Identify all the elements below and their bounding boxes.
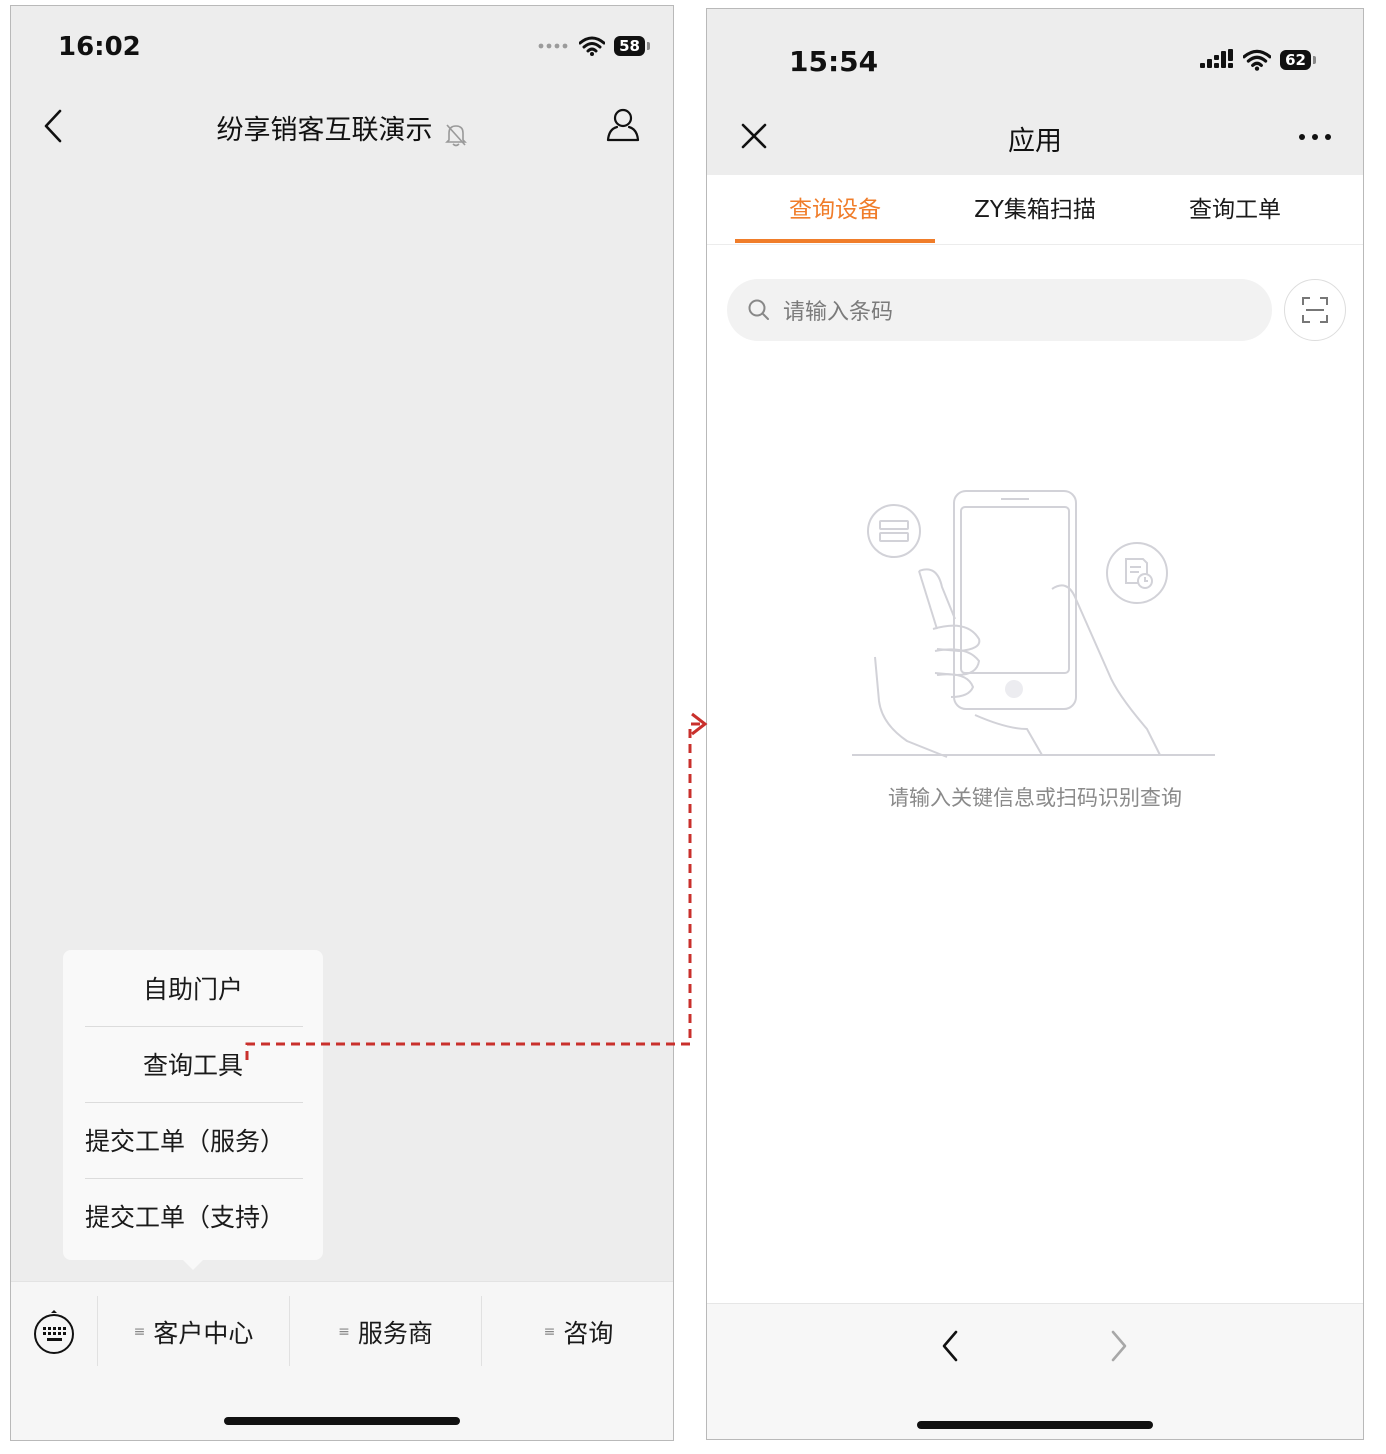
app-title: 应用 [1008,126,1062,157]
mute-bell-icon [444,123,467,146]
empty-state-illustration [852,490,1215,758]
menu-divider [85,1102,303,1103]
active-tab-indicator [735,239,935,243]
menu-item-query-tools[interactable]: 查询工具 [142,1051,243,1080]
menu-divider [97,1296,98,1366]
search-placeholder: 请输入条码 [783,300,894,325]
menu-item-submit-ticket-support[interactable]: 提交工单（支持） [85,1203,286,1232]
chat-title: 纷享销客互联演示 [216,115,433,146]
menu-divider [85,1026,303,1027]
menu-item-submit-ticket-service[interactable]: 提交工单（服务） [85,1127,286,1156]
status-time: 15:54 [789,45,879,78]
search-icon [748,299,769,320]
tab-zy-container-scan[interactable]: ZY集箱扫描 [974,197,1096,223]
chevron-right-icon [1111,1330,1127,1362]
menu-lines-icon: ≡ [133,1324,146,1340]
left-phone-screen: 16:02 58 纷享销客互联演示 [10,5,674,1441]
tab-query-device[interactable]: 查询设备 [789,197,881,223]
browser-footer [707,1303,1363,1439]
tab-query-ticket[interactable]: 查询工单 [1189,197,1281,223]
status-time: 16:02 [58,32,141,62]
back-button[interactable] [35,106,71,146]
status-icons: 58 [538,36,650,56]
cellular-signal-icon [538,43,568,49]
status-bar: 16:02 58 [11,6,673,86]
menu-tab-label: 咨询 [563,1319,614,1348]
right-phone-screen: 15:54 62 [706,8,1364,1440]
menu-popup: 自助门户 查询工具 提交工单（服务） 提交工单（支持） [63,950,323,1270]
wifi-icon [1243,49,1272,71]
menu-divider [481,1296,482,1366]
close-button[interactable] [737,119,771,153]
menu-tab-label: 服务商 [357,1319,433,1348]
back-nav-button[interactable] [935,1326,965,1366]
home-indicator [917,1421,1153,1429]
person-icon [606,108,640,142]
menu-divider [85,1178,303,1179]
forward-nav-button[interactable] [1104,1326,1134,1366]
tab-bar: 查询设备 ZY集箱扫描 查询工单 [707,175,1363,245]
menu-item-self-service-portal[interactable]: 自助门户 [142,975,243,1004]
app-header: 15:54 62 [707,9,1363,175]
menu-divider [289,1296,290,1366]
chat-nav-bar: 纷享销客互联演示 [11,86,673,170]
cellular-signal-icon [1200,49,1234,68]
bottom-menu-bar: ≡ 客户中心 ≡ 服务商 ≡ 咨询 [11,1281,673,1440]
keyboard-icon [34,1310,74,1354]
status-bar: 15:54 62 [707,9,1363,89]
profile-button[interactable] [603,104,643,144]
menu-tab-label: 客户中心 [153,1319,254,1348]
barcode-search-input[interactable]: 请输入条码 [727,279,1272,341]
close-icon [741,123,767,149]
more-dots-icon [1299,134,1331,140]
keyboard-toggle-button[interactable] [32,1310,76,1354]
scan-icon [1302,297,1328,323]
menu-tab-customer-center[interactable]: ≡ 客户中心 [98,1282,289,1382]
wifi-icon [579,36,606,56]
status-icons: 62 [1200,49,1316,71]
menu-lines-icon: ≡ [338,1324,350,1340]
chat-title-area: 纷享销客互联演示 [11,108,673,148]
empty-state-message: 请输入关键信息或扫码识别查询 [888,786,1182,810]
more-options-button[interactable] [1295,125,1335,149]
menu-tab-service-provider[interactable]: ≡ 服务商 [290,1282,481,1382]
chevron-left-icon [44,109,62,143]
chevron-left-icon [942,1330,958,1362]
battery-icon: 62 [1280,50,1316,70]
battery-icon: 58 [614,36,650,56]
menu-tab-consult[interactable]: ≡ 咨询 [482,1282,673,1382]
home-indicator [224,1417,460,1425]
scan-button[interactable] [1284,279,1346,341]
menu-lines-icon: ≡ [543,1324,556,1340]
